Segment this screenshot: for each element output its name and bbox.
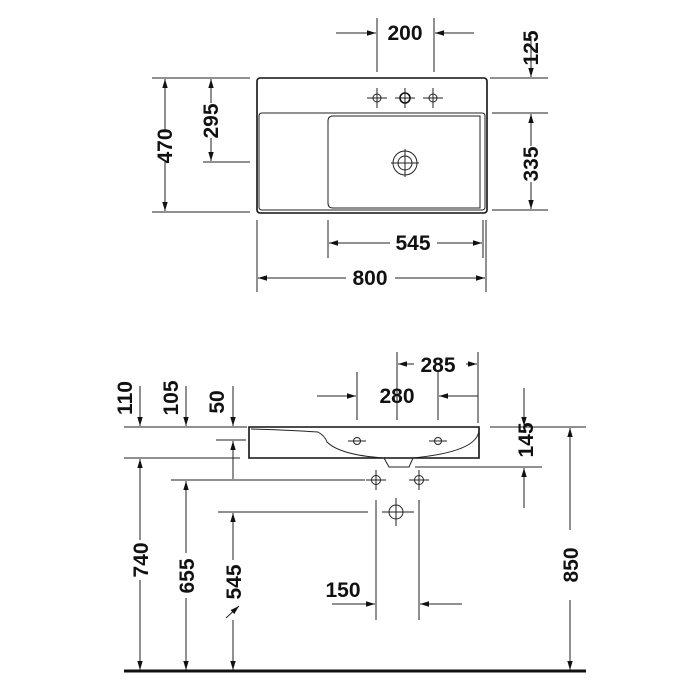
dim-295: 295 [200, 103, 223, 138]
supply-pipe-left [366, 470, 386, 490]
dim-850: 850 [560, 547, 583, 582]
dim-335: 335 [520, 146, 543, 181]
dim-110: 110 [114, 381, 137, 415]
tap-hole-right-side [429, 437, 447, 445]
side-view: 285 280 110 105 50 145 740 655 545 850 1… [114, 352, 586, 673]
deck-area [258, 112, 486, 211]
basin-outline [256, 77, 488, 214]
dim-105: 105 [160, 380, 183, 415]
dim-280: 280 [379, 385, 414, 408]
drain-icon [391, 149, 419, 177]
dim-285: 285 [420, 354, 455, 377]
supply-pipe-right [409, 470, 429, 490]
dim-470: 470 [154, 128, 177, 163]
tap-hole-center [395, 88, 415, 108]
tap-hole-right [423, 88, 443, 108]
dim-740: 740 [130, 542, 153, 577]
tap-hole-left [367, 88, 387, 108]
waste-pipe [382, 498, 414, 526]
drain-trap [383, 457, 414, 468]
dim-150: 150 [325, 579, 360, 602]
top-view: 200 125 470 295 335 545 800 [152, 18, 548, 292]
dim-145: 145 [515, 422, 538, 457]
dim-800: 800 [352, 267, 387, 290]
bowl-outline [327, 115, 481, 209]
dim-125: 125 [520, 30, 543, 65]
dim-200: 200 [387, 22, 422, 45]
dim-655: 655 [176, 558, 199, 593]
tap-hole-left-side [348, 437, 366, 445]
dim-545-top: 545 [395, 232, 430, 255]
dim-545-side: 545 [223, 564, 246, 599]
basin-side-outline [248, 426, 480, 459]
dim-50: 50 [206, 390, 229, 413]
